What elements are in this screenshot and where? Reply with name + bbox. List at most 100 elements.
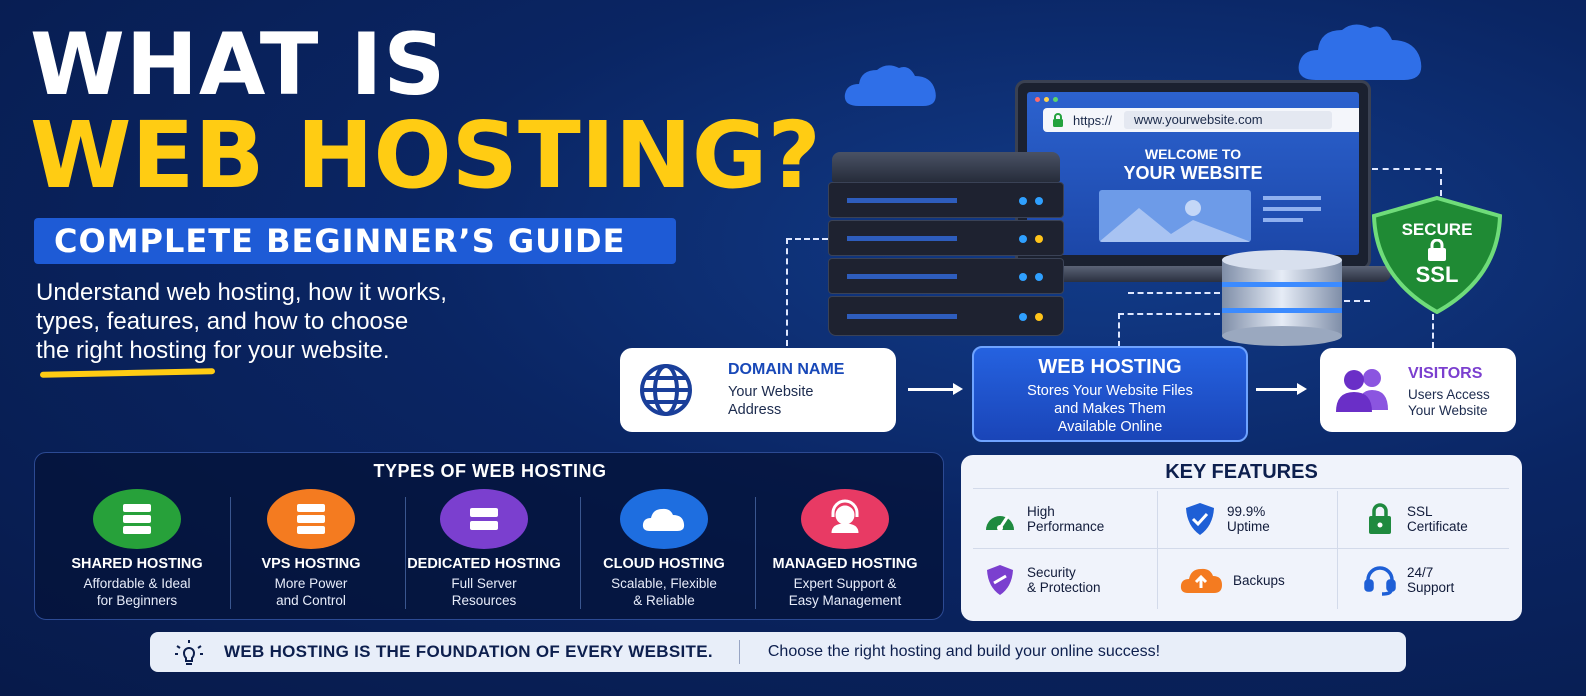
title-line-2: WEB HOSTING? xyxy=(30,102,821,209)
feature-label: Backups xyxy=(1233,573,1285,588)
banner-main-text: WEB HOSTING IS THE FOUNDATION OF EVERY W… xyxy=(224,642,713,661)
cloud-icon xyxy=(843,62,939,108)
laptop-screen: https:// www.yourwebsite.com WELCOME TO … xyxy=(1027,92,1359,255)
welcome-line-1: WELCOME TO xyxy=(1144,146,1242,162)
hosting-title: WEB HOSTING xyxy=(1038,356,1182,378)
divider xyxy=(755,497,756,609)
security-shield-icon xyxy=(983,563,1017,597)
feature-label-line: 99.9% xyxy=(1227,504,1266,519)
visitors-text: Users Access Your Website xyxy=(1408,387,1490,419)
server-unit xyxy=(828,220,1064,256)
server-unit xyxy=(828,258,1064,294)
hosting-text-line: Available Online xyxy=(1057,419,1163,435)
underline-swoosh xyxy=(39,368,216,378)
feature-label-line: High xyxy=(1027,504,1055,519)
ssl-line-1: SECURE xyxy=(1401,220,1473,239)
ssl-shield: SECURE SSL xyxy=(1370,196,1504,314)
feature-label-line: SSL xyxy=(1407,504,1433,519)
type-desc-line: & Reliable xyxy=(633,593,695,608)
banner-tagline: Choose the right hosting and build your … xyxy=(767,643,1161,660)
feature-label-line: 24/7 xyxy=(1407,565,1434,580)
divider xyxy=(580,497,581,609)
type-desc-line: Expert Support & xyxy=(793,576,897,591)
type-desc-line: and Control xyxy=(276,593,346,608)
server-unit xyxy=(828,296,1064,336)
divider xyxy=(738,640,740,664)
url-text: www.yourwebsite.com xyxy=(1134,112,1263,127)
connector xyxy=(1344,300,1370,302)
hosting-text: Stores Your Website Files and Makes Them… xyxy=(974,382,1246,436)
domain-title: DOMAIN NAME xyxy=(728,361,845,378)
type-desc: Scalable, Flexible & Reliable xyxy=(576,575,752,609)
feature-label: Security& Protection xyxy=(1027,565,1101,595)
shield-check-icon xyxy=(1183,502,1217,536)
domain-name-card: DOMAIN NAME Your Website Address xyxy=(620,348,896,432)
headset-icon xyxy=(1363,563,1397,597)
welcome-line-2: YOUR WEBSITE xyxy=(1123,163,1263,183)
type-desc-line: Scalable, Flexible xyxy=(611,576,717,591)
hosting-type-shared: SHARED HOSTING Affordable & Ideal for Beg… xyxy=(49,489,225,613)
type-desc-line: Affordable & Ideal xyxy=(83,576,191,591)
bottom-banner: WEB HOSTING IS THE FOUNDATION OF EVERY W… xyxy=(150,632,1406,672)
cloud-icon xyxy=(1296,20,1426,82)
url-prefix: https:// xyxy=(1073,112,1113,128)
image-placeholder-icon xyxy=(1099,190,1251,242)
divider xyxy=(230,497,231,609)
hosting-type-vps: VPS HOSTING More Power and Control xyxy=(223,489,399,613)
hosting-type-managed: MANAGED HOSTING Expert Support & Easy Man… xyxy=(757,489,933,613)
connector xyxy=(1372,168,1442,196)
type-name: VPS HOSTING xyxy=(261,556,361,572)
type-name: SHARED HOSTING xyxy=(71,556,203,572)
type-desc-line: Full Server xyxy=(451,576,517,591)
type-desc-line: Easy Management xyxy=(788,593,902,608)
hosting-text-line: and Makes Them xyxy=(1054,401,1166,417)
database-icon xyxy=(1220,250,1344,346)
type-name: DEDICATED HOSTING xyxy=(407,556,561,572)
feature-label-line: Backups xyxy=(1233,572,1285,588)
headset-icon xyxy=(801,489,889,549)
type-desc: More Power and Control xyxy=(223,575,399,609)
server-stack-icon xyxy=(267,489,355,549)
cloud-upload-icon xyxy=(1179,563,1223,597)
lock-icon xyxy=(1425,238,1449,261)
address-bar[interactable]: https:// www.yourwebsite.com xyxy=(1043,108,1359,132)
server-stack xyxy=(828,152,1064,344)
visitors-title: VISITORS xyxy=(1408,365,1483,382)
arrow-icon xyxy=(908,383,963,395)
subtitle-line: types, features, and how to choose xyxy=(36,308,409,335)
window-dots xyxy=(1035,97,1058,102)
feature-label-line: Support xyxy=(1407,580,1455,595)
connector xyxy=(1432,314,1434,348)
hosting-types-panel: TYPES OF WEB HOSTING SHARED HOSTING Affo… xyxy=(34,452,944,620)
type-name: MANAGED HOSTING xyxy=(772,556,918,572)
features-title: KEY FEATURES xyxy=(1165,461,1318,483)
subtitle-line: Understand web hosting, how it works, xyxy=(36,279,447,306)
domain-text-line: Your Website xyxy=(728,384,814,400)
visitors-text-line: Your Website xyxy=(1408,403,1488,418)
feature-label-line: & Protection xyxy=(1027,580,1101,595)
speedometer-icon xyxy=(983,502,1017,536)
type-desc: Affordable & Ideal for Beginners xyxy=(49,575,225,609)
hosting-text-line: Stores Your Website Files xyxy=(1027,383,1193,399)
text-lines xyxy=(1263,196,1321,222)
title-line-1: WHAT IS xyxy=(30,15,447,115)
type-desc-line: More Power xyxy=(274,576,348,591)
type-desc-line: for Beginners xyxy=(96,593,178,608)
connector xyxy=(786,238,828,346)
users-icon xyxy=(1334,366,1392,414)
connector xyxy=(1118,313,1220,347)
cloud-icon xyxy=(620,489,708,549)
server-unit xyxy=(828,182,1064,218)
url-field: www.yourwebsite.com xyxy=(1124,111,1333,129)
hero-subtitle: Understand web hosting, how it works, ty… xyxy=(36,278,596,365)
type-desc-line: Resources xyxy=(451,593,517,608)
visitors-card: VISITORS Users Access Your Website xyxy=(1320,348,1516,432)
